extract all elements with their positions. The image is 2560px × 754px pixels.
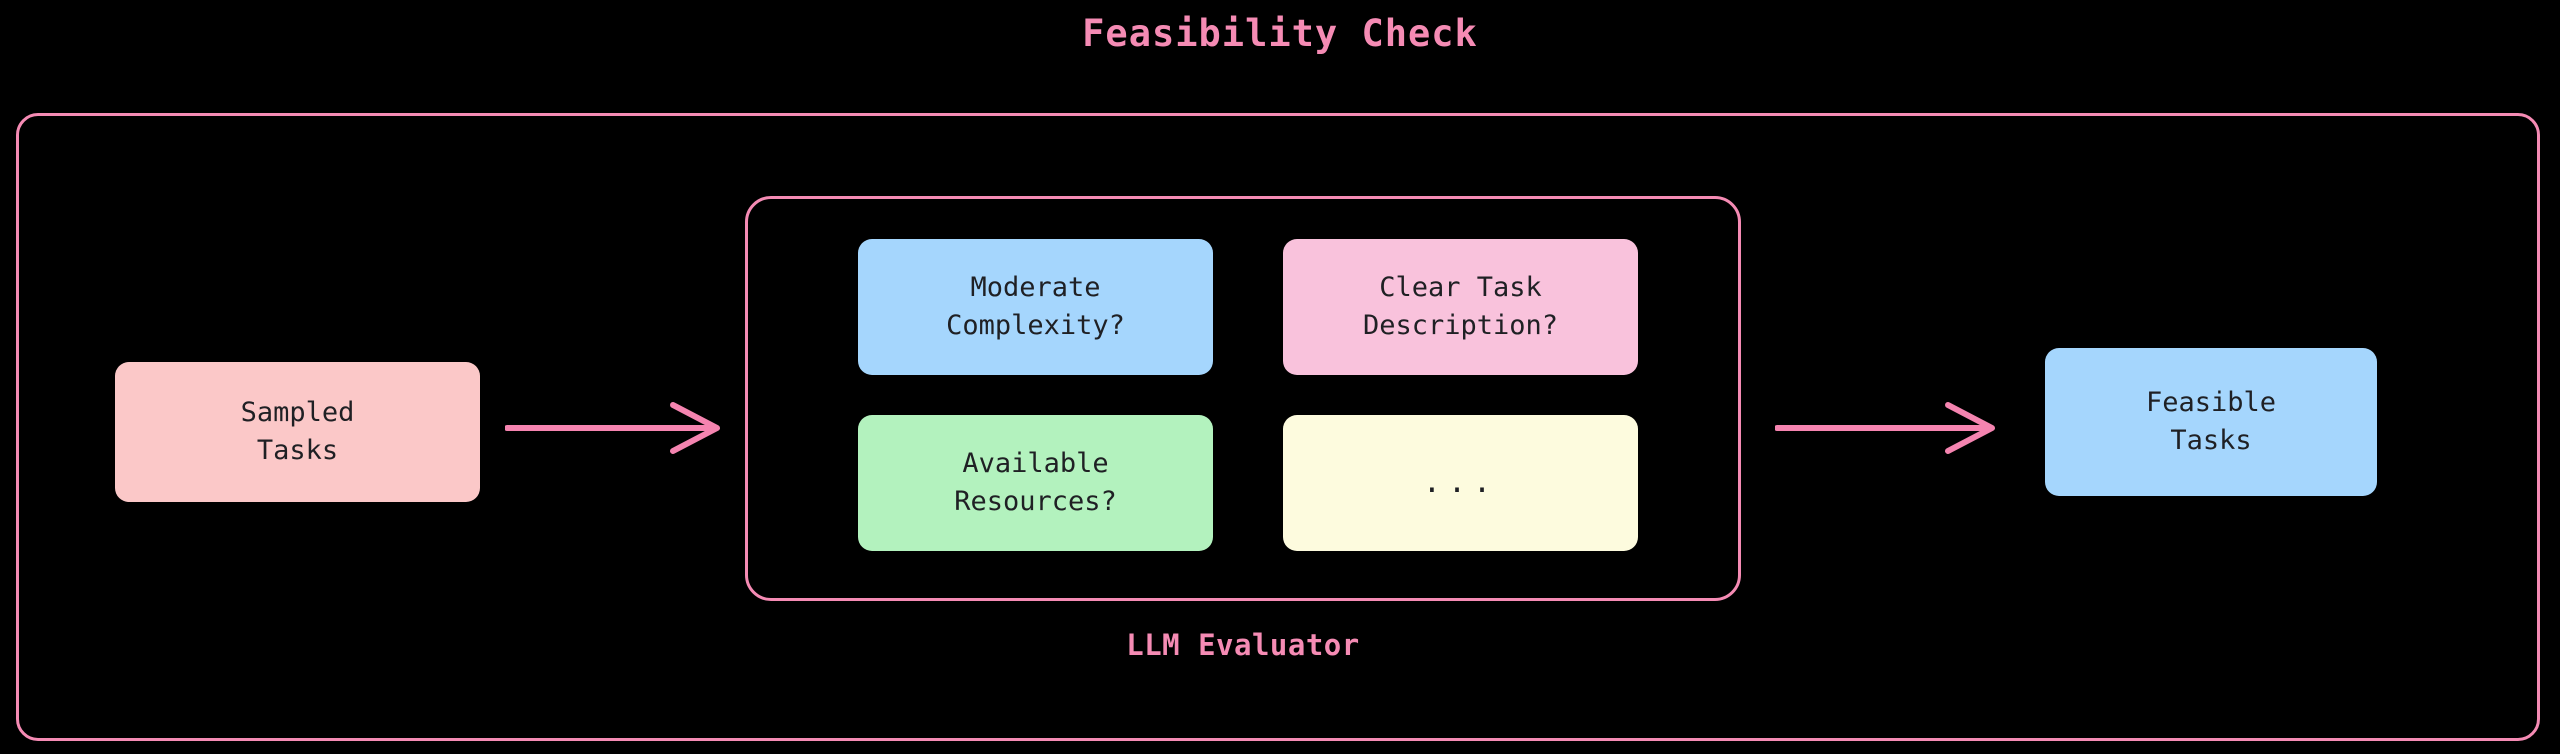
edge-sampled-tasks-to-llm-evaluator-arrow-icon [505,402,720,454]
node-available-resources[interactable]: Available Resources? [858,415,1213,551]
llm-evaluator-group-label: LLM Evaluator [1126,628,1360,662]
node-ellipsis[interactable]: ... [1283,415,1638,551]
edge-llm-evaluator-to-feasible-tasks-arrow-icon [1775,402,1995,454]
node-clear-task-description[interactable]: Clear Task Description? [1283,239,1638,375]
llm-evaluator-group-container [745,196,1741,601]
outer-group-container [16,113,2540,741]
page-title: Feasibility Check [1082,12,1478,55]
node-feasible-tasks[interactable]: Feasible Tasks [2045,348,2377,496]
node-moderate-complexity[interactable]: Moderate Complexity? [858,239,1213,375]
node-sampled-tasks[interactable]: Sampled Tasks [115,362,480,502]
